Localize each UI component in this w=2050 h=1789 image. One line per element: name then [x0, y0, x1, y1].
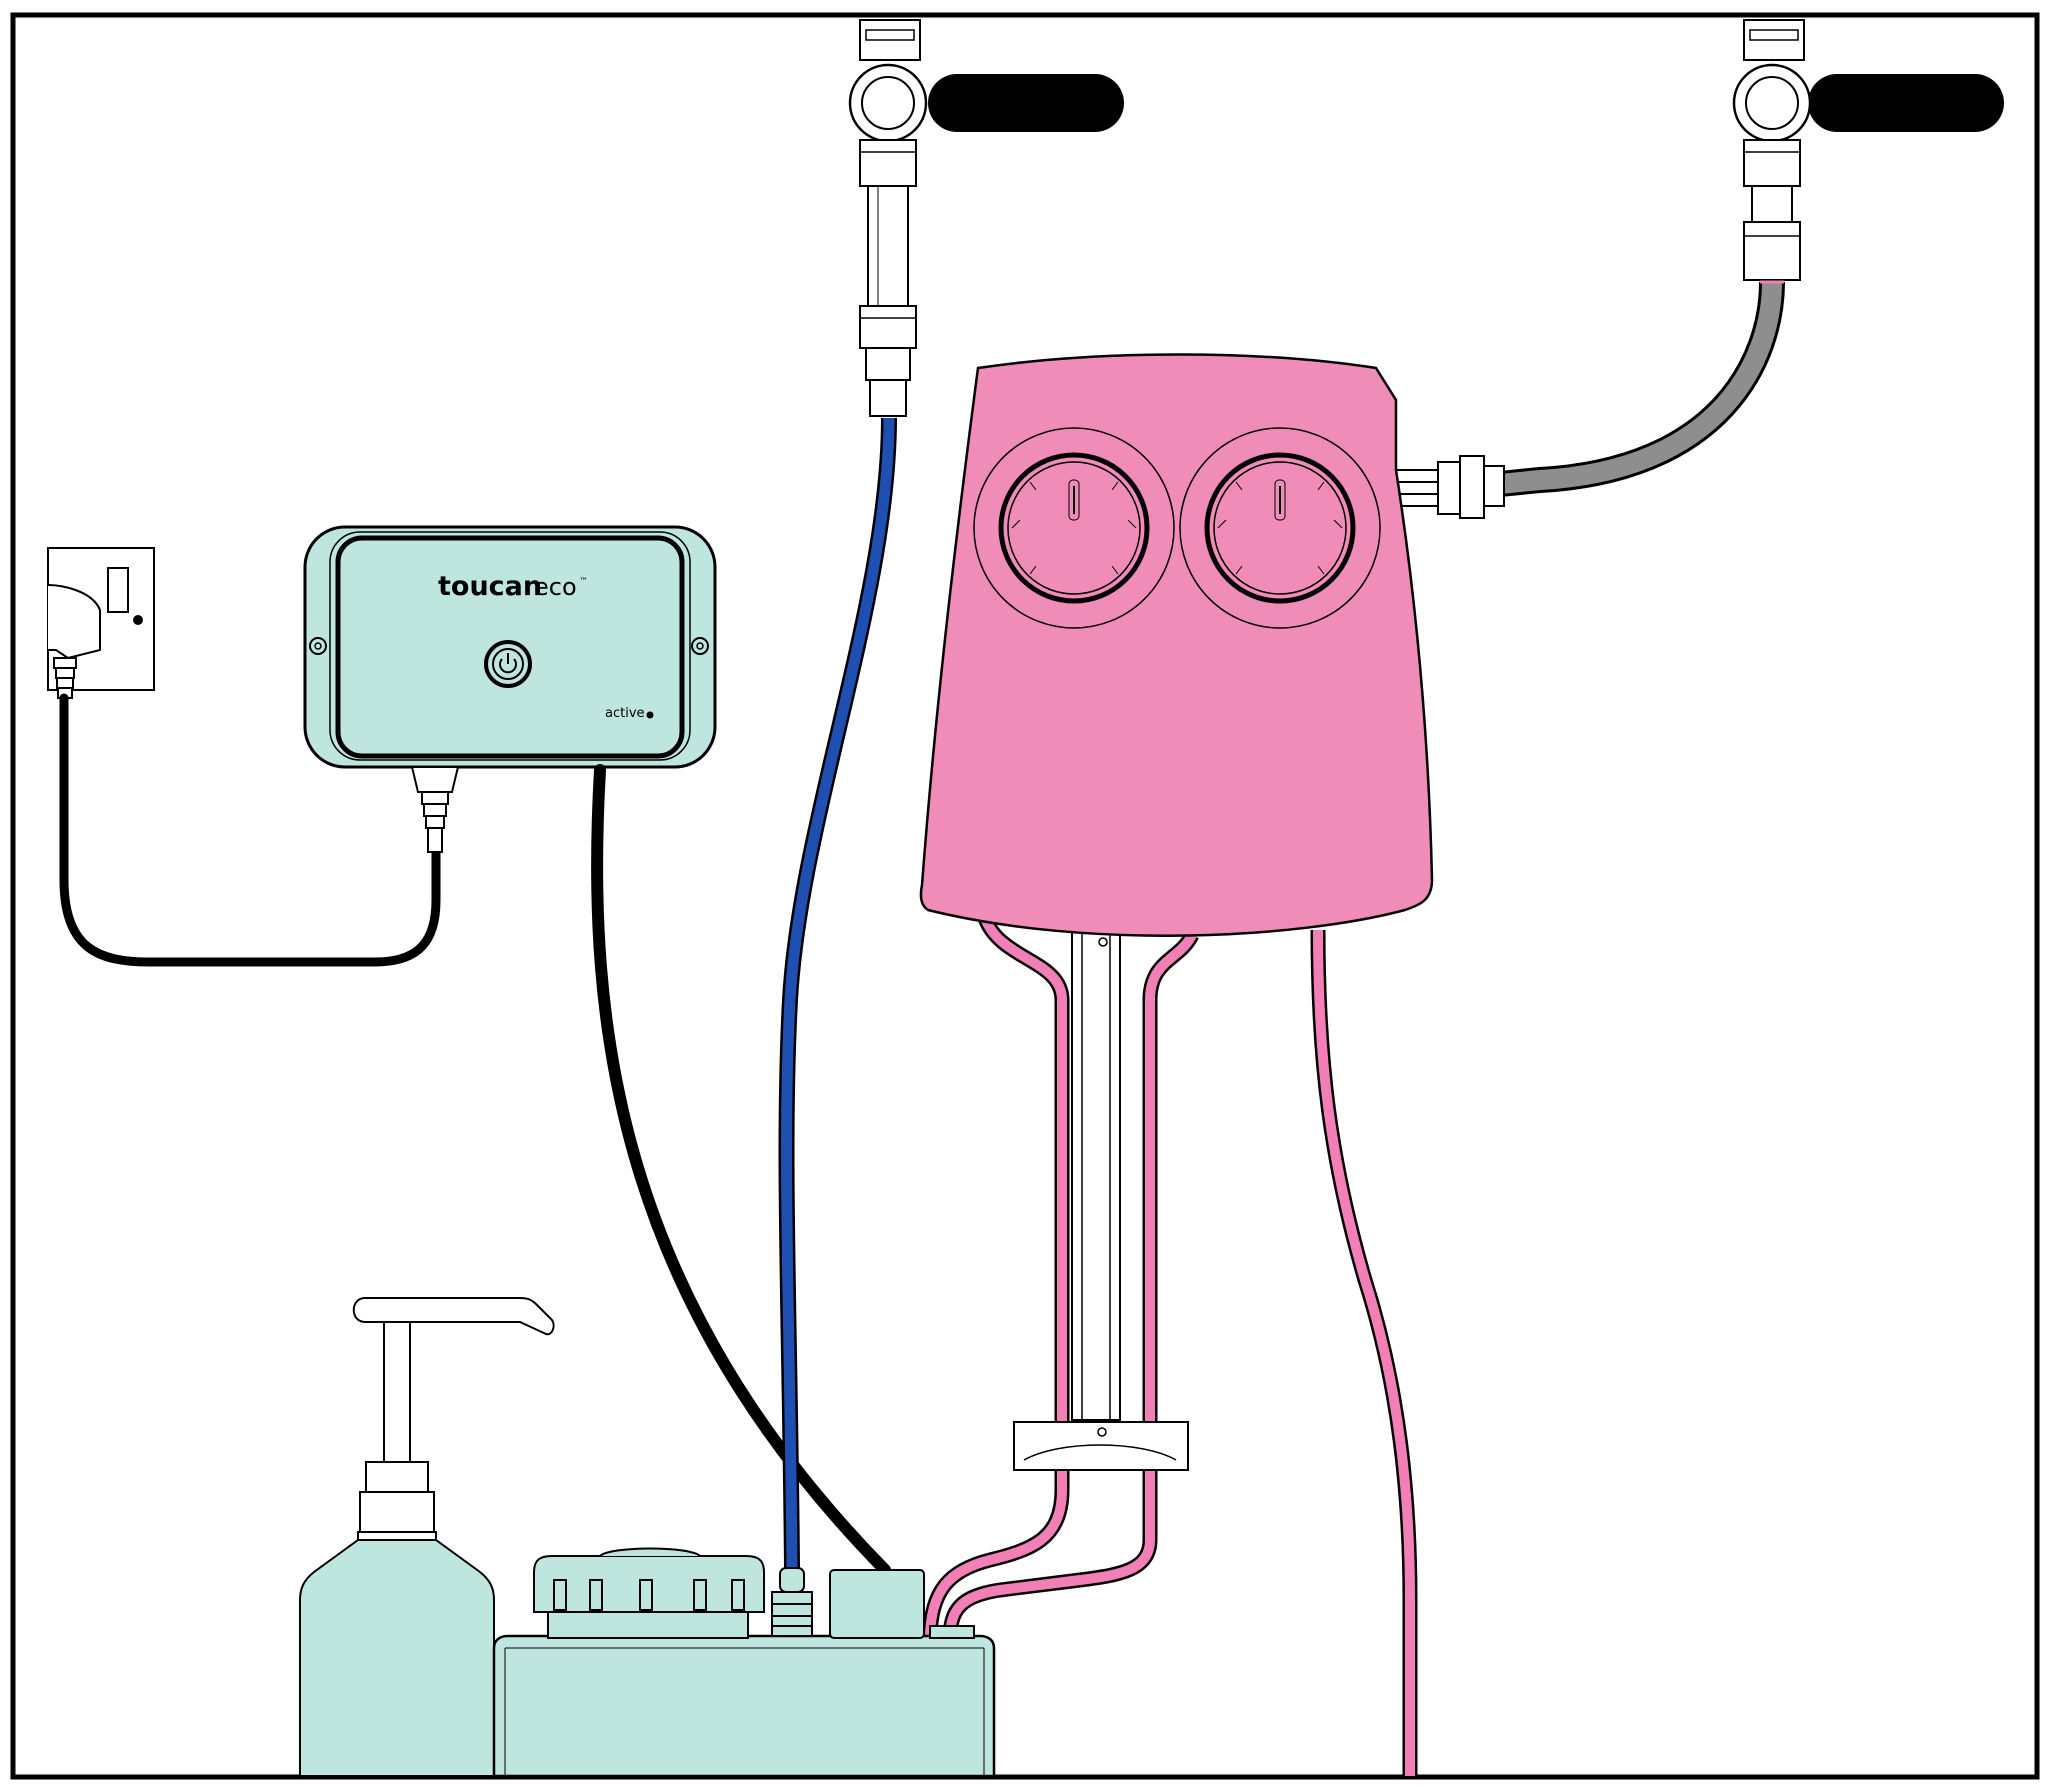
hot-valve-handle: [1808, 74, 2004, 132]
dispensing-probe: [1013, 919, 1189, 1471]
pump-bottle-body: [299, 1539, 495, 1777]
screw-left: [309, 637, 327, 655]
probe-clamp: [1013, 1421, 1189, 1471]
status-led: [646, 711, 654, 719]
tank-connector-box: [829, 1569, 925, 1639]
socket-indicator: [133, 615, 143, 625]
tank-cap[interactable]: [533, 1547, 765, 1639]
dial-right[interactable]: [1179, 427, 1381, 629]
controller-cable-gland: [410, 766, 460, 853]
dial-left[interactable]: [973, 427, 1175, 629]
controller-model: eco: [534, 573, 577, 601]
controller-box: toucan eco ™ active: [303, 525, 717, 853]
dial-icon: [1217, 479, 1343, 575]
plug-strain-relief: [53, 657, 77, 699]
power-button[interactable]: [484, 640, 532, 688]
hot-inlet-connector: [1395, 455, 1505, 519]
power-cable: [59, 693, 441, 967]
tank-body: [492, 1634, 996, 1778]
pink-unit-body: [919, 353, 1434, 937]
status-label: active: [605, 706, 645, 721]
dial-icon: [1011, 479, 1137, 575]
controller-brand: toucan: [438, 571, 542, 602]
pink-generator-unit: [919, 353, 1434, 1776]
pump-head: [352, 1297, 555, 1336]
pump-bottle: [299, 1297, 555, 1777]
wall-socket: [47, 547, 155, 699]
cold-supply-pipe: [848, 19, 1124, 417]
dispenser-tank: [492, 1547, 996, 1778]
power-icon: [499, 653, 517, 674]
hot-supply-pipe: [1732, 19, 2004, 281]
socket-switch: [107, 567, 129, 613]
screw-right: [691, 637, 709, 655]
controller-trademark: ™: [579, 577, 588, 587]
water-inlet-gland: [771, 1567, 813, 1637]
plug: [47, 584, 101, 660]
cold-valve-handle: [928, 74, 1124, 132]
